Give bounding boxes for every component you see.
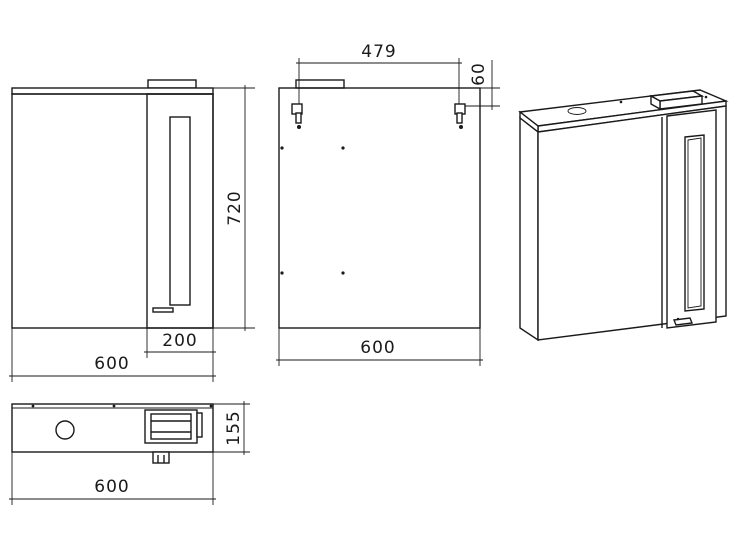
iso-door — [666, 109, 717, 329]
iso-door-window — [684, 134, 705, 312]
front-door-handle — [152, 307, 174, 313]
top-width-label: 600 — [94, 477, 129, 497]
hook-offset-dimension: 60 — [465, 60, 500, 110]
back-top-light — [295, 79, 345, 89]
top-width-dimension: 600 — [9, 452, 216, 505]
depth-label: 155 — [224, 410, 244, 445]
front-width-dimension: 600 — [9, 328, 216, 382]
iso-body-side — [519, 116, 539, 342]
top-light-fixture — [144, 409, 203, 444]
front-view — [11, 79, 214, 329]
back-body — [278, 87, 481, 329]
hook-spacing-dimension: 479 — [296, 42, 462, 104]
back-view — [278, 79, 481, 329]
door-width-label: 200 — [162, 331, 197, 351]
top-cutout-hole — [55, 420, 75, 440]
front-door-window — [169, 116, 191, 306]
right-hook — [454, 103, 466, 129]
hook-spacing-label: 479 — [361, 42, 396, 62]
top-view — [11, 403, 214, 464]
back-width-label: 600 — [360, 338, 395, 358]
door-width-dimension: 200 — [144, 328, 216, 382]
left-hook — [291, 103, 303, 129]
iso-door-handle — [673, 317, 693, 326]
front-width-label: 600 — [94, 354, 129, 374]
height-label: 720 — [225, 190, 245, 225]
depth-dimension: 155 — [213, 401, 250, 455]
top-body — [11, 403, 214, 453]
isometric-view — [518, 89, 729, 342]
back-width-dimension: 600 — [276, 328, 483, 366]
hook-offset-label: 60 — [469, 62, 489, 86]
front-height-dimension: 720 — [213, 85, 255, 331]
top-door-handle — [152, 451, 170, 464]
front-top-light — [147, 79, 197, 89]
front-body — [11, 93, 214, 329]
front-door — [146, 93, 214, 329]
front-top-shelf — [11, 87, 214, 95]
